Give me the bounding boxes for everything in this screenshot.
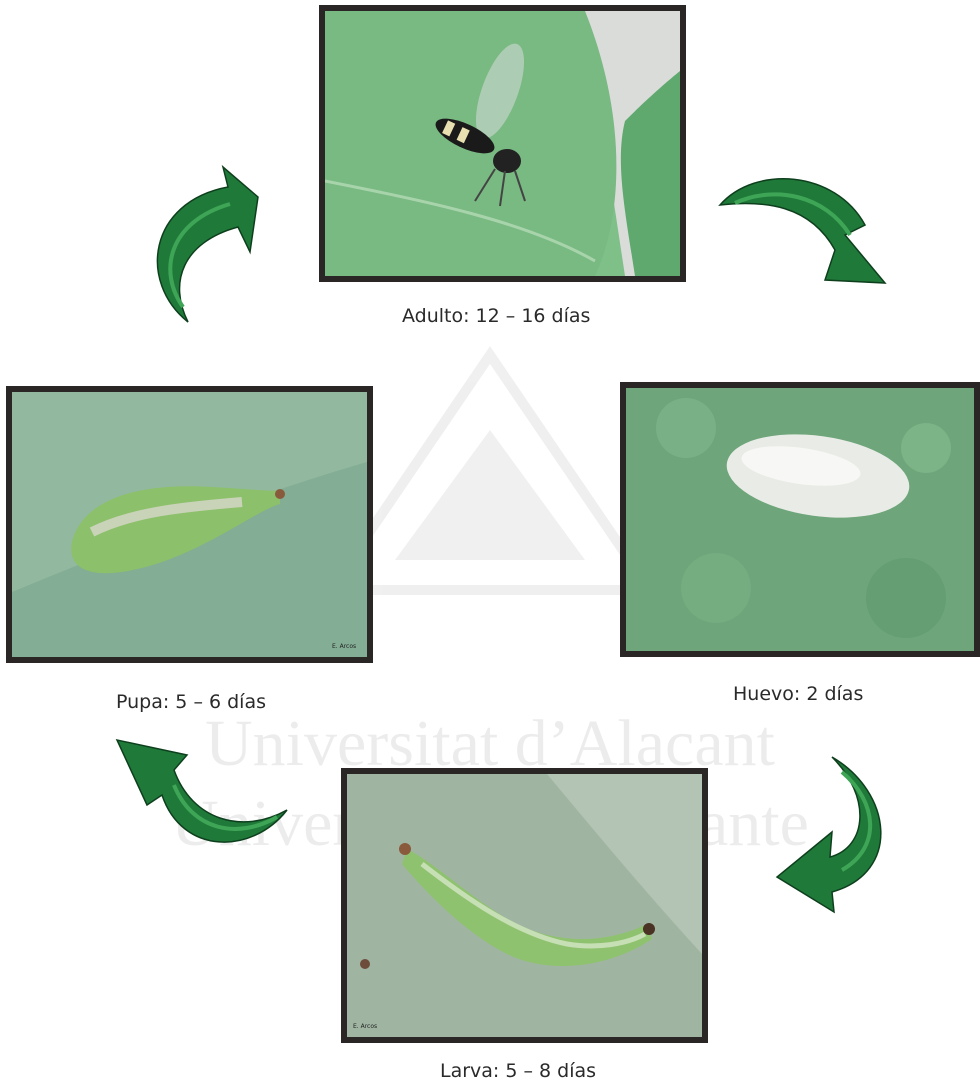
curved-arrow-larva-to-pupa <box>112 735 292 855</box>
pupa-caption: Pupa: 5 – 6 días <box>116 691 266 713</box>
curved-arrow-adult-to-egg <box>715 165 895 290</box>
pupa-photo-credit: E. Arcos <box>332 643 356 650</box>
adult-photo <box>319 5 686 282</box>
larva-photo: E. Arcos <box>341 768 708 1043</box>
curved-arrow-egg-to-larva <box>772 752 902 917</box>
pupa-photo: E. Arcos <box>6 386 373 663</box>
adult-caption: Adulto: 12 – 16 días <box>402 305 590 327</box>
egg-photo <box>620 382 980 657</box>
larva-caption: Larva: 5 – 8 días <box>440 1060 596 1082</box>
larva-photo-credit: E. Arcos <box>353 1023 377 1030</box>
egg-caption: Huevo: 2 días <box>733 683 863 705</box>
curved-arrow-pupa-to-adult <box>138 162 263 327</box>
